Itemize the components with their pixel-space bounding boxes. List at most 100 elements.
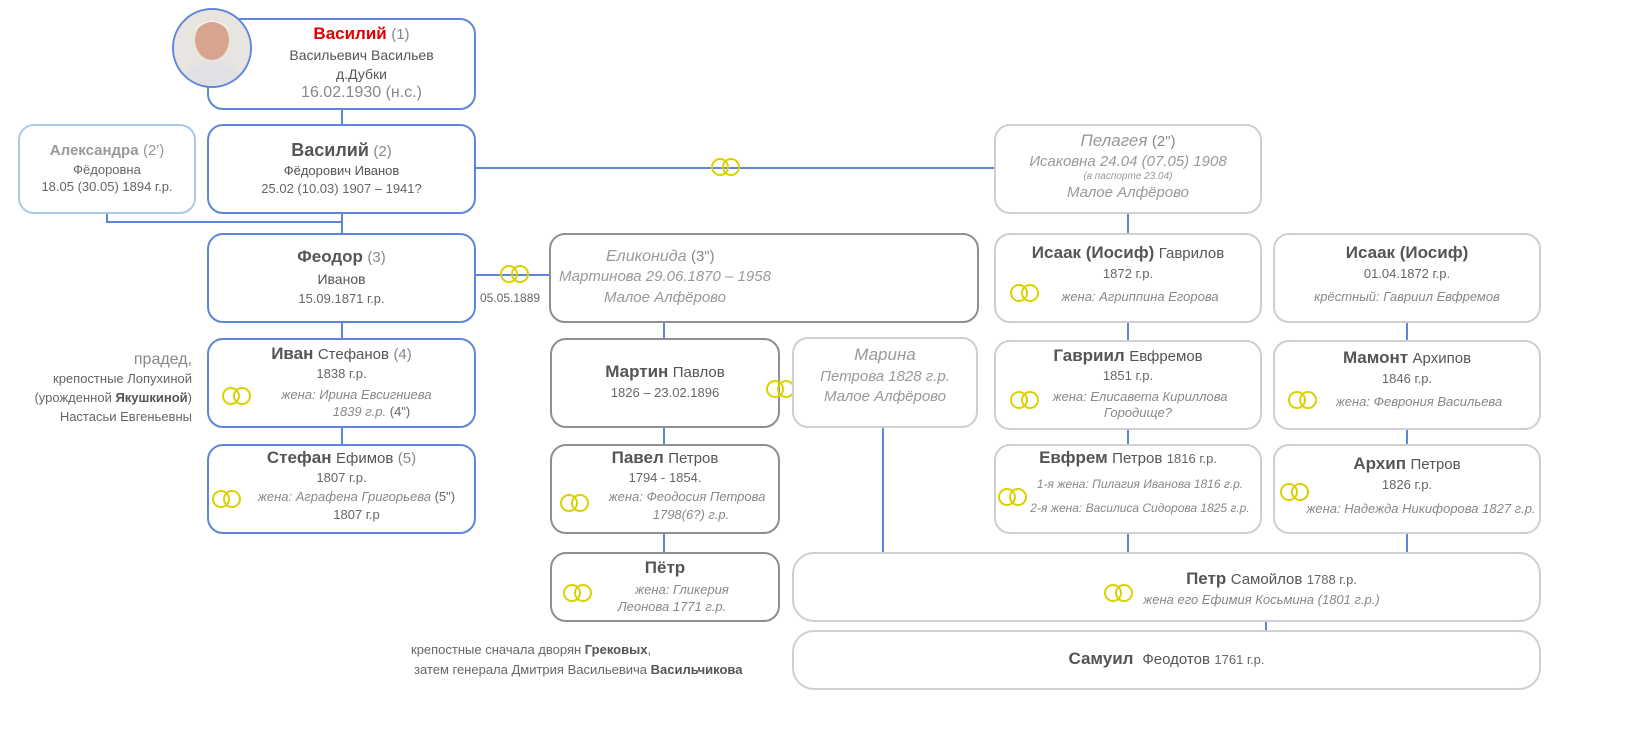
person-number: (2')	[143, 142, 165, 159]
place: Малое Алфёрово	[1066, 184, 1189, 201]
marriage-rings-icon	[222, 385, 262, 411]
spouse-name: Надежда Никифорова 1827 г.р.	[1344, 501, 1536, 516]
dates: 15.09.1871 г.р.	[298, 291, 385, 306]
surname: Иванов	[317, 271, 366, 287]
nastasi-line: Настасьи Евгеньевны	[59, 409, 192, 424]
person-name: Еликонида	[606, 248, 687, 265]
spouse-name: Елисавета Кириллова	[1090, 389, 1228, 404]
person-mamont-arhipov[interactable]: Мамонт Архипов 1846 г.р. жена: Феврония …	[1273, 340, 1541, 430]
grekovy-name: Грековых	[584, 642, 648, 657]
marriage-rings-icon	[711, 156, 751, 182]
yakushkina-suffix: )	[187, 390, 192, 405]
person-name: Павел	[611, 448, 664, 467]
dates: 1838 г.р.	[316, 366, 367, 381]
portrait-photo	[172, 8, 252, 88]
marriage-rings-icon	[1010, 282, 1050, 308]
dates: 1816 г.р.	[1166, 451, 1217, 466]
dates: 1851 г.р.	[1102, 368, 1154, 383]
marriage-rings-icon	[998, 486, 1038, 512]
godfather-label: крёстный:	[1314, 289, 1380, 304]
person-name: Иван	[271, 344, 314, 363]
patronymic-dates: Исаковна 24.04 (07.05) 1908	[1029, 153, 1227, 170]
spouse-dates: 1798(6?) г.р.	[652, 507, 730, 522]
surname: Гаврилов	[1158, 245, 1225, 262]
person-evfrem-petrov[interactable]: Евфрем Петров 1816 г.р. 1-я жена: Пилаги…	[994, 444, 1262, 534]
patronymic: Васильевич Васильев	[289, 47, 434, 63]
grekovy-prefix: крепостные сначала дворян	[411, 642, 582, 657]
spouse-label: жена:	[1335, 394, 1371, 409]
surname: Петров	[1112, 450, 1163, 467]
birth-date: 16.02.1930 (н.с.)	[301, 84, 422, 101]
person-pelageya-2dblprime[interactable]: Пелагея (2") Исаковна 24.04 (07.05) 1908…	[994, 124, 1262, 214]
passport-note: (в паспорте 23.04)	[1083, 171, 1173, 182]
surname: Евфремов	[1129, 348, 1203, 365]
spouse-label: жена:	[1061, 289, 1096, 304]
person-number: (3")	[690, 248, 715, 265]
person-isaak-gavrilov[interactable]: Исаак (Иосиф) Гаврилов 1872 г.р. жена: А…	[994, 233, 1262, 323]
person-arhip-petrov[interactable]: Архип Петров 1826 г.р. жена: Надежда Ник…	[1273, 444, 1541, 534]
person-number: (4)	[393, 346, 412, 363]
person-name: Пётр	[644, 558, 686, 577]
person-alexandra-2prime[interactable]: Александра (2') Фёдоровна 18.05 (30.05) …	[18, 124, 196, 214]
dates: 1872 г.р.	[1102, 266, 1154, 281]
surname: Петров	[1410, 456, 1461, 473]
person-marina-petrova[interactable]: Марина Петрова 1828 г.р. Малое Алфёрово	[792, 337, 978, 428]
spouse-name: Аграфена Григорьева	[295, 489, 431, 504]
maiden-name-dates: Петрова 1828 г.р.	[820, 368, 950, 385]
spouse-label: жена:	[1052, 389, 1087, 404]
person-martin-pavlov[interactable]: Мартин Павлов 1826 – 23.02.1896	[550, 338, 780, 428]
first-wife: 1-я жена: Пилагия Иванова 1816 г.р.	[1036, 477, 1244, 491]
spouse-number: (5")	[434, 489, 456, 504]
dates: 1826 – 23.02.1896	[610, 385, 720, 400]
spouse-place: Городище?	[1104, 405, 1172, 420]
person-ivan-4[interactable]: Иван Стефанов (4) 1838 г.р. жена: Ирина …	[207, 338, 476, 428]
person-pavel-petrov[interactable]: Павел Петров 1794 - 1854. жена: Феодосия…	[550, 444, 780, 534]
place: Малое Алфёрово	[604, 289, 727, 306]
surname: Феодотов	[1142, 651, 1210, 668]
marriage-rings-icon	[212, 488, 252, 514]
portrait-icon	[174, 10, 250, 86]
marriage-rings-icon	[1010, 389, 1050, 415]
surname: Павлов	[672, 364, 725, 381]
person-name: Стефан	[266, 448, 332, 467]
dates: 1761 г.р.	[1214, 652, 1265, 667]
dates: 1826 г.р.	[1381, 477, 1433, 492]
person-isaak-iosif[interactable]: Исаак (Иосиф) 01.04.1872 г.р. крёстный: …	[1273, 233, 1541, 323]
marriage-rings-icon	[560, 492, 600, 518]
dates: 1846 г.р.	[1381, 371, 1433, 386]
dates: 01.04.1872 г.р.	[1363, 266, 1451, 281]
surname: Ефимов	[335, 450, 394, 467]
serfs-note-lopuhina: прадед, крепостные Лопухиной (урожденной…	[20, 350, 192, 426]
person-name: Марина	[854, 345, 916, 364]
person-feodor-3[interactable]: Феодор (3) Иванов 15.09.1871 г.р.	[207, 233, 476, 323]
person-petr-samoylov[interactable]: Петр Самойлов 1788 г.р. жена его Ефимия …	[792, 552, 1541, 622]
person-elikonida-3dblprime[interactable]: Еликонида (3") Мартинова 29.06.1870 – 19…	[549, 233, 979, 323]
person-number: (2")	[1151, 133, 1176, 150]
person-name: Василий	[313, 24, 387, 43]
person-name: Гавриил	[1053, 346, 1125, 365]
vasilchikov-name: Васильчикова	[650, 662, 743, 677]
person-name: Евфрем	[1039, 448, 1108, 467]
spouse-label: жена:	[1306, 501, 1341, 516]
person-vasily-1[interactable]: Василий (1) Васильевич Васильев д.Дубки …	[207, 18, 476, 110]
spouse-label: жена:	[608, 489, 643, 504]
person-name: Самуил	[1068, 649, 1134, 668]
marriage-rings-icon	[500, 263, 540, 289]
marriage-rings-icon	[1104, 582, 1144, 608]
person-vasily-2[interactable]: Василий (2) Фёдорович Иванов 25.02 (10.0…	[207, 124, 476, 214]
person-stefan-5[interactable]: Стефан Ефимов (5) 1807 г.р. жена: Аграфе…	[207, 444, 476, 534]
person-gavriil-evfremov[interactable]: Гавриил Евфремов 1851 г.р. жена: Елисаве…	[994, 340, 1262, 430]
yakushkina-name: Якушкиной	[115, 390, 188, 405]
dates: 18.05 (30.05) 1894 г.р.	[41, 179, 173, 194]
person-samuil-feodotov[interactable]: Самуил Феодотов 1761 г.р.	[792, 630, 1541, 690]
person-name: Петр	[1186, 569, 1227, 588]
surname: Архипов	[1412, 350, 1472, 367]
spouse-name: Феодосия Петрова	[646, 489, 766, 504]
patronymic: Фёдоровна	[73, 162, 141, 177]
spouse-surname-dates: Леонова 1771 г.р.	[617, 599, 727, 614]
spouse-label: жена:	[281, 387, 316, 402]
person-name: Архип	[1353, 454, 1406, 473]
person-number: (5)	[397, 450, 417, 467]
spouse-label: жена:	[257, 489, 293, 504]
marriage-rings-icon	[563, 582, 603, 608]
